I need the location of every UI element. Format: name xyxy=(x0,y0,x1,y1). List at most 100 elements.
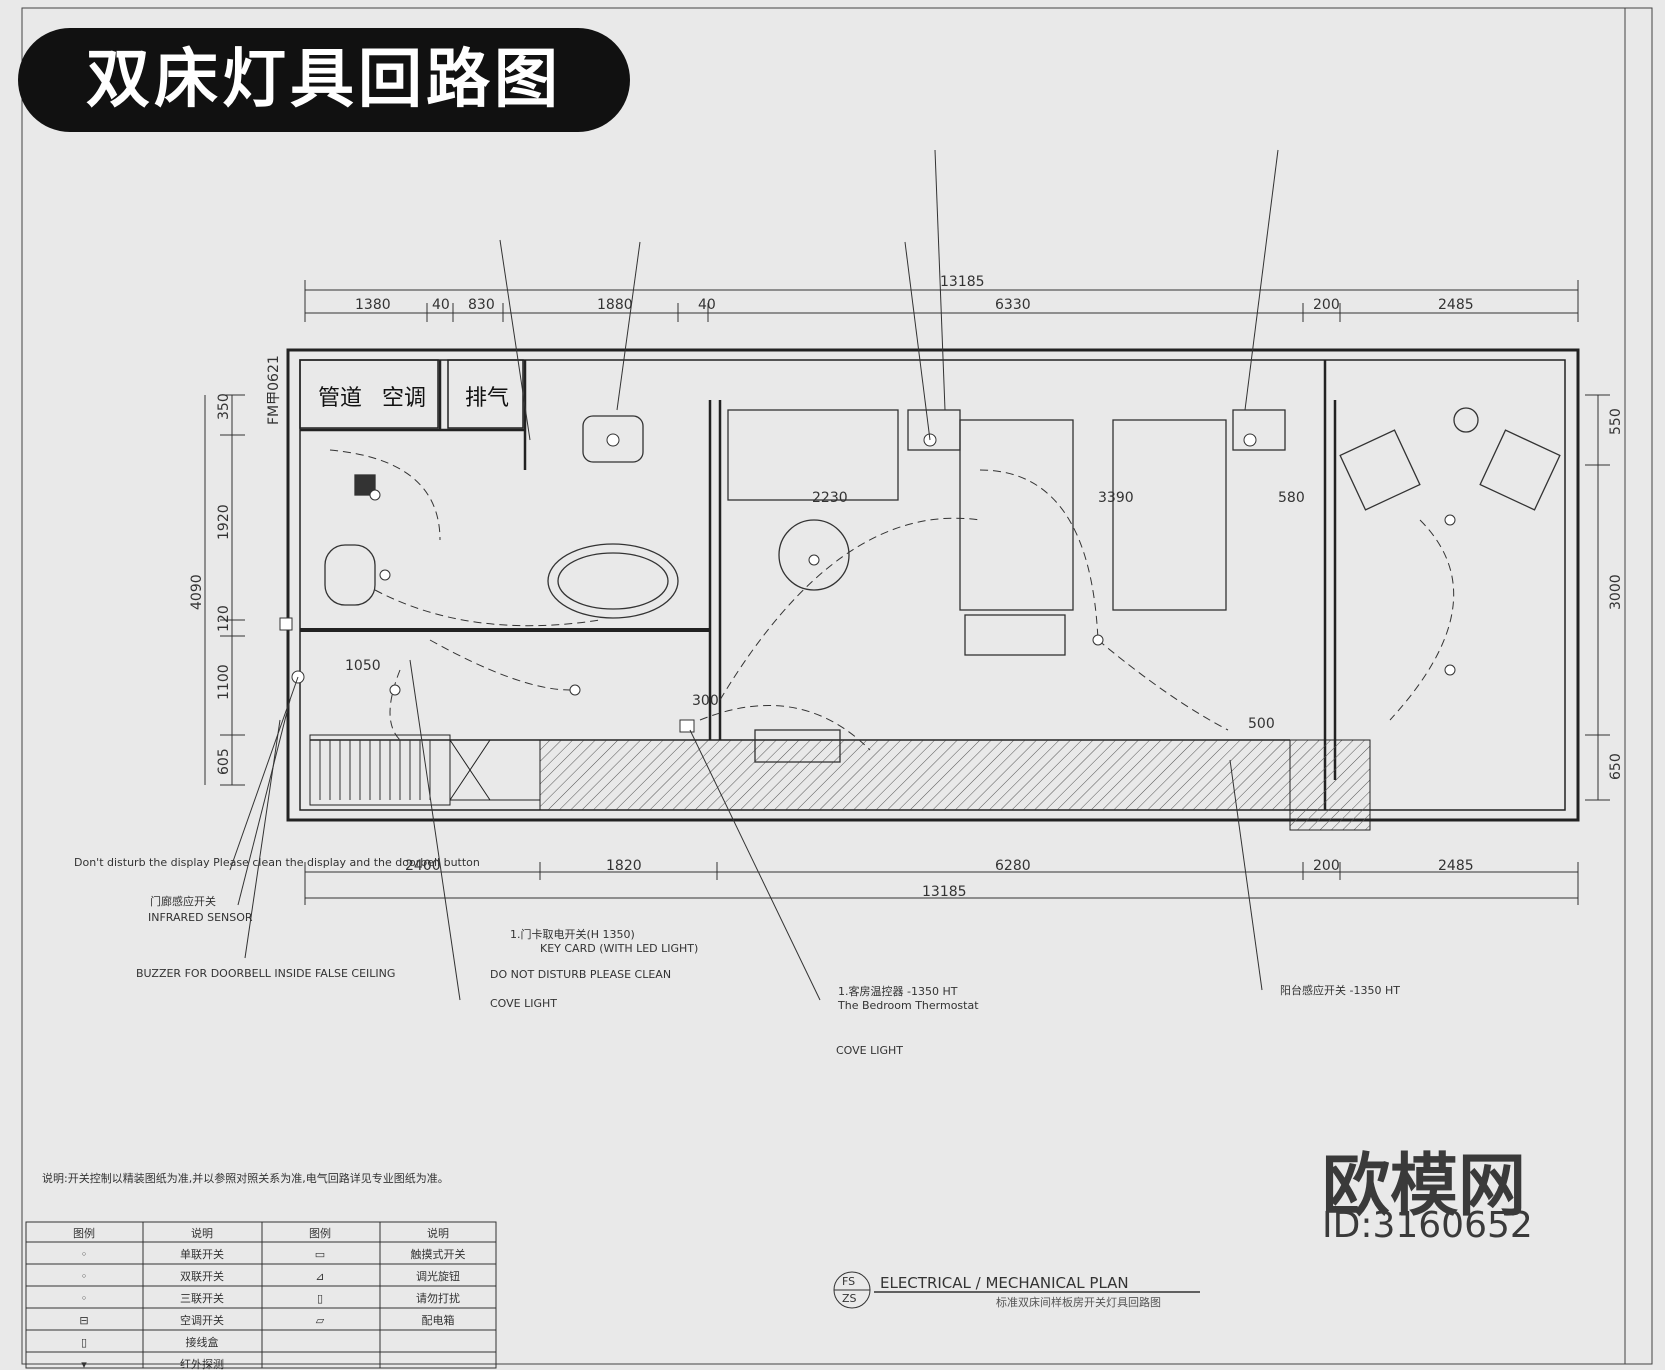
note-thermostat: The Bedroom Thermostat xyxy=(837,999,979,1012)
dim-top-6: 6330 xyxy=(995,297,1031,313)
lamp xyxy=(1453,407,1479,433)
dim-bottom-1: 2400 xyxy=(405,858,441,874)
legend-cell: 配电箱 xyxy=(422,1313,455,1327)
floor-drain xyxy=(354,474,376,496)
legend-cell: 单联开关 xyxy=(180,1247,224,1261)
dim-left-b: 1920 xyxy=(216,504,232,540)
note-keycard-cn: 1.门卡取电开关(H 1350) xyxy=(510,927,635,941)
label-exhaust: 排气 xyxy=(465,386,509,411)
label-ac: 空调 xyxy=(382,386,426,411)
dim-left-a: 350 xyxy=(216,393,232,420)
legend-cell: 调光旋钮 xyxy=(416,1269,460,1283)
bathtub xyxy=(547,543,679,619)
bedside-2 xyxy=(1232,409,1286,451)
plan-title-cn: 标准双床间样板房开关灯具回路图 xyxy=(996,1295,1161,1309)
legend-cell: ⊿ xyxy=(315,1270,324,1283)
legend-header: 图例 xyxy=(73,1226,95,1240)
legend-cell: ▭ xyxy=(315,1248,325,1261)
legend-cell: ◦ xyxy=(81,1270,88,1283)
dim-inner-3: 580 xyxy=(1278,490,1305,506)
washbasin xyxy=(582,415,644,463)
legend-cells: 图例说明图例说明◦单联开关▭触摸式开关◦双联开关⊿调光旋钮◦三联开关▯请勿打扰⊟… xyxy=(73,1226,466,1370)
desk xyxy=(727,409,899,501)
right-dimension-chain xyxy=(1585,394,1610,801)
furniture xyxy=(324,407,1561,763)
note-ir-cn: 门廊感应开关 xyxy=(150,894,216,908)
dim-top-total: 13185 xyxy=(940,274,985,290)
dim-left-e: 605 xyxy=(216,748,232,775)
bed-2 xyxy=(1112,419,1227,611)
dim-inner-6: 500 xyxy=(1248,716,1275,732)
hatched-wall xyxy=(539,739,1291,811)
plan-sub: ZS xyxy=(842,1292,857,1305)
legend-cell: 双联开关 xyxy=(180,1269,224,1283)
badge-title: 双床灯具回路图 xyxy=(18,28,630,132)
watermark-brand: 欧模网 xyxy=(1322,1147,1527,1226)
sheet-border xyxy=(21,7,1653,1365)
note-buzzer: BUZZER FOR DOORBELL INSIDE FALSE CEILING xyxy=(136,967,395,980)
dim-inner-2: 3390 xyxy=(1098,490,1134,506)
legend-table xyxy=(25,1221,497,1369)
note-ir-en: INFRARED SENSOR xyxy=(148,911,253,924)
dim-bottom-total: 13185 xyxy=(922,884,967,900)
dim-bottom-2: 1820 xyxy=(606,858,642,874)
pipe-shaft xyxy=(299,359,439,429)
note-cove-2: COVE LIGHT xyxy=(836,1044,903,1057)
legend-cell: 三联开关 xyxy=(180,1291,224,1305)
luggage-rack xyxy=(754,729,841,763)
legend-cell: 空调开关 xyxy=(180,1313,224,1327)
round-table xyxy=(778,519,850,591)
bench xyxy=(964,614,1066,656)
dim-top-1: 1380 xyxy=(355,297,391,313)
legend-header: 说明 xyxy=(191,1226,213,1240)
watermark-id: ID:3160652 xyxy=(1322,1205,1533,1246)
legend-cell: ◦ xyxy=(81,1292,88,1305)
bed-1 xyxy=(959,419,1074,611)
dim-inner-4: 1050 xyxy=(345,658,381,674)
dim-top-7: 200 xyxy=(1313,297,1340,313)
toilet xyxy=(324,544,376,606)
leader-lines xyxy=(229,149,1279,1001)
dim-left-total: 4090 xyxy=(189,574,205,610)
dim-bottom-5: 2485 xyxy=(1438,858,1474,874)
label-pipe: 管道 xyxy=(318,386,362,411)
note-thermo-cn: 1.客房温控器 -1350 HT xyxy=(838,984,958,998)
plan-code: FS xyxy=(842,1275,855,1288)
legend-cell: ▾ xyxy=(81,1358,87,1370)
note-balcony: 阳台感应开关 -1350 HT xyxy=(1280,983,1400,997)
lighting-circuits xyxy=(329,449,1455,751)
legend-header: 说明 xyxy=(427,1226,449,1240)
note-dnd: DO NOT DISTURB PLEASE CLEAN xyxy=(490,968,671,981)
legend-cell: ▱ xyxy=(316,1314,325,1327)
dim-top-3: 830 xyxy=(468,297,495,313)
bottom-dimension-chain xyxy=(304,862,1579,905)
armchair-1 xyxy=(1339,429,1421,511)
legend-cell: ▯ xyxy=(81,1336,87,1349)
note-cove-1: COVE LIGHT xyxy=(490,997,557,1010)
plan-title-en: ELECTRICAL / MECHANICAL PLAN xyxy=(880,1274,1129,1292)
legend-cell: 请勿打扰 xyxy=(416,1291,460,1305)
legend-cell: ◦ xyxy=(81,1248,88,1261)
legend-note: 说明:开关控制以精装图纸为准,并以参照对照关系为准,电气回路详见专业图纸为准。 xyxy=(42,1171,449,1185)
dim-right-c: 650 xyxy=(1608,753,1624,780)
legend-cell: 接线盒 xyxy=(186,1335,219,1349)
dim-left-c: 120 xyxy=(216,605,232,632)
legend-cell: ▯ xyxy=(317,1292,323,1305)
armchair-2 xyxy=(1479,429,1561,511)
note-display: Don't disturb the display Please clean t… xyxy=(74,856,480,869)
label-door-code: FM甲0621 xyxy=(266,355,282,425)
dim-bottom-3: 6280 xyxy=(995,858,1031,874)
legend-cell: 红外探测 xyxy=(180,1358,224,1370)
dim-bottom-4: 200 xyxy=(1313,858,1340,874)
dim-left-d: 1100 xyxy=(216,664,232,700)
dim-inner-1: 2230 xyxy=(812,490,848,506)
legend-cell: ⊟ xyxy=(79,1314,88,1327)
note-key-card: KEY CARD (WITH LED LIGHT) xyxy=(540,942,698,955)
dim-top-4: 1880 xyxy=(597,297,633,313)
legend-cell: 触摸式开关 xyxy=(411,1247,466,1261)
dim-top-8: 2485 xyxy=(1438,297,1474,313)
dim-top-5: 40 xyxy=(698,297,716,313)
dim-inner-5: 300 xyxy=(692,693,719,709)
dim-top-2: 40 xyxy=(432,297,450,313)
